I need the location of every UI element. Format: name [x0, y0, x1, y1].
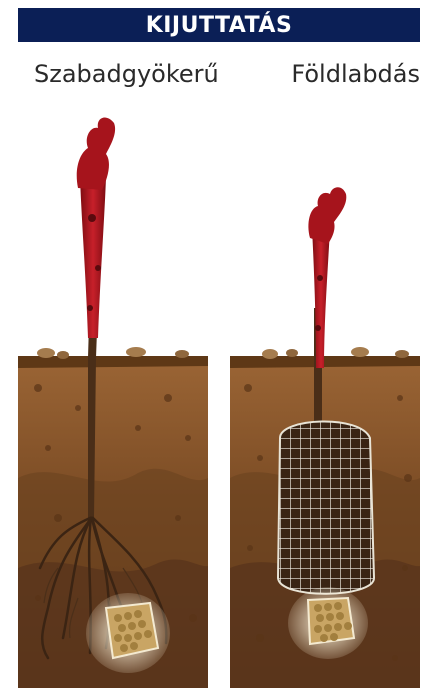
bare-root-label: Szabadgyökerű: [34, 60, 219, 88]
page-title: KIJUTTATÁS: [18, 8, 420, 42]
root-ball-vine-illustration: [230, 98, 420, 688]
fertilizer-bag-icon: [86, 593, 170, 673]
root-ball-panel: [230, 98, 420, 688]
bare-root-panel: [18, 98, 208, 688]
bare-root-vine-illustration: [18, 98, 208, 688]
root-ball-label: Földlabdás: [291, 60, 420, 88]
root-ball-icon: [278, 421, 374, 593]
fertilizer-bag-icon: [288, 587, 368, 659]
transplant-infographic: KIJUTTATÁS Szabadgyökerű Földlabdás: [18, 8, 420, 676]
